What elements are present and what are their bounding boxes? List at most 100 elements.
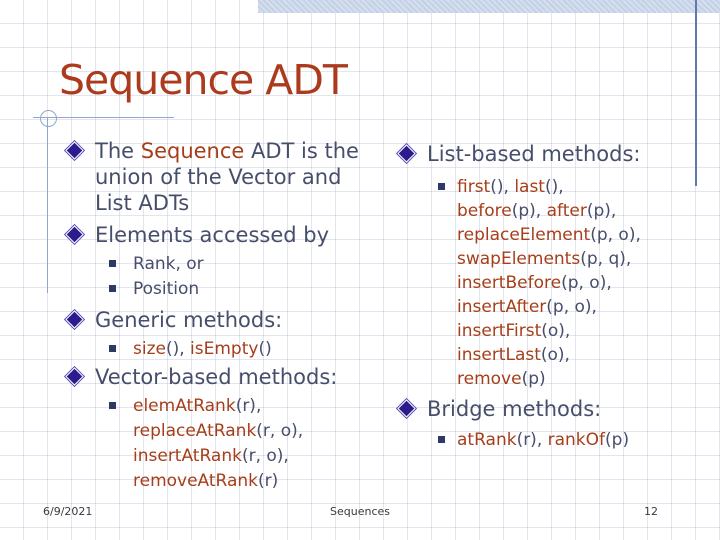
diamond-bullet-icon	[66, 142, 83, 159]
method-line: replaceElement(p, o),	[457, 223, 712, 247]
ornament-vertical-line	[47, 117, 48, 293]
method-args: (p)	[521, 369, 546, 389]
method-name: first	[457, 177, 491, 197]
method-name: insertLast	[457, 345, 541, 365]
method-line: insertLast(o),	[457, 343, 712, 367]
method-name: isEmpty	[190, 339, 259, 359]
square-bullet-icon	[438, 183, 445, 190]
method-name: removeAtRank	[133, 471, 259, 491]
method-line: removeAtRank(r)	[133, 469, 398, 494]
method-line: remove(p)	[457, 367, 712, 391]
method-args: (),	[165, 339, 191, 359]
sub-bullet-generic-methods: size(), isEmpty()	[107, 337, 398, 362]
square-bullet-icon	[438, 436, 445, 443]
right-edge-rule	[695, 0, 697, 186]
text-line: List ADTs	[95, 191, 190, 215]
text-segment: The	[95, 139, 141, 163]
method-args: (r, o),	[241, 446, 289, 466]
method-line: replaceAtRank(r, o),	[133, 419, 398, 444]
sub-bullet-position: Position	[107, 277, 398, 302]
bullet-item-list-methods: List-based methods:	[398, 141, 712, 167]
method-args: (p)	[605, 430, 630, 450]
method-name: swapElements	[457, 249, 581, 269]
method-args: (p, o),	[546, 297, 597, 317]
method-line: insertBefore(p, o),	[457, 271, 712, 295]
method-args: (p, q),	[580, 249, 632, 269]
keyword-sequence: Sequence	[140, 139, 245, 163]
square-bullet-icon	[109, 285, 116, 292]
method-args: (p),	[511, 201, 547, 221]
method-line: insertFirst(o),	[457, 319, 712, 343]
diamond-bullet-icon	[66, 226, 83, 243]
method-line: insertAtRank(r, o),	[133, 444, 398, 469]
diamond-bullet-icon	[66, 311, 83, 328]
method-args: ()	[258, 339, 272, 359]
footer-section: Sequences	[330, 505, 390, 518]
method-name: atRank	[457, 430, 517, 450]
sub-bullet-bridge-methods: atRank(r), rankOf(p)	[436, 428, 712, 452]
bullet-item-generic-methods: Generic methods:	[66, 307, 398, 333]
method-args: (r, o),	[256, 421, 304, 441]
text-line: union of the Vector and	[95, 165, 342, 189]
method-name: last	[514, 177, 545, 197]
method-name: replaceElement	[457, 225, 591, 245]
top-band-decoration	[258, 0, 720, 13]
sub-bullet-text: Position	[133, 279, 200, 299]
method-args: (o),	[541, 321, 571, 341]
bullet-text: Bridge methods:	[427, 397, 602, 421]
diamond-bullet-icon	[398, 400, 415, 417]
method-args: (p, o),	[590, 225, 641, 245]
text-line: The Sequence ADT is the	[95, 138, 398, 164]
footer-page-number: 12	[644, 505, 658, 518]
left-column: The Sequence ADT is the union of the Vec…	[66, 138, 398, 494]
bullet-text: Vector-based methods:	[95, 365, 338, 389]
bullet-text: List-based methods:	[427, 142, 641, 166]
sub-bullet-list-methods: first(), last(), before(p), after(p), re…	[436, 175, 712, 391]
method-name: insertAfter	[457, 297, 547, 317]
method-name: size	[133, 339, 166, 359]
sub-bullet-rank: Rank, or	[107, 252, 398, 277]
slide-title: Sequence ADT	[59, 56, 348, 104]
bullet-text: Generic methods:	[95, 308, 283, 332]
bullet-item-sequence-union: The Sequence ADT is the union of the Vec…	[66, 138, 398, 216]
method-args: (r),	[235, 396, 262, 416]
method-name: replaceAtRank	[133, 421, 257, 441]
footer-date: 6/9/2021	[43, 505, 93, 518]
method-line: before(p), after(p),	[457, 199, 712, 223]
ornament-circle	[40, 110, 57, 127]
method-name: remove	[457, 369, 522, 389]
method-name: after	[546, 201, 587, 221]
method-line: elemAtRank(r),	[133, 394, 398, 419]
square-bullet-icon	[109, 402, 116, 409]
right-column: List-based methods: first(), last(), bef…	[398, 141, 712, 452]
diamond-bullet-icon	[398, 145, 415, 162]
method-line: insertAfter(p, o),	[457, 295, 712, 319]
square-bullet-icon	[109, 260, 116, 267]
method-line: swapElements(p, q),	[457, 247, 712, 271]
method-args: (p, o),	[561, 273, 612, 293]
bullet-text: Elements accessed by	[95, 223, 330, 247]
method-name: elemAtRank	[133, 396, 236, 416]
method-name: insertAtRank	[133, 446, 242, 466]
ornament-horizontal-line	[33, 117, 174, 118]
bullet-item-elements-accessed: Elements accessed by	[66, 222, 398, 248]
method-name: insertFirst	[457, 321, 542, 341]
square-bullet-icon	[109, 345, 116, 352]
bullet-item-vector-methods: Vector-based methods:	[66, 364, 398, 390]
diamond-bullet-icon	[66, 368, 83, 385]
method-args: (r)	[258, 471, 279, 491]
sub-bullet-text: Rank, or	[133, 254, 204, 274]
bullet-item-bridge-methods: Bridge methods:	[398, 396, 712, 422]
sub-bullet-vector-methods: elemAtRank(r), replaceAtRank(r, o), inse…	[107, 394, 398, 494]
method-line: first(), last(),	[457, 175, 712, 199]
method-args: (r),	[516, 430, 548, 450]
method-args: (p),	[586, 201, 617, 221]
method-name: insertBefore	[457, 273, 562, 293]
slide-footer: 6/9/2021 Sequences 12	[0, 505, 720, 521]
method-args: (o),	[540, 345, 570, 365]
method-name: rankOf	[547, 430, 606, 450]
method-args: (),	[490, 177, 515, 197]
method-name: before	[457, 201, 512, 221]
method-args: (),	[544, 177, 564, 197]
